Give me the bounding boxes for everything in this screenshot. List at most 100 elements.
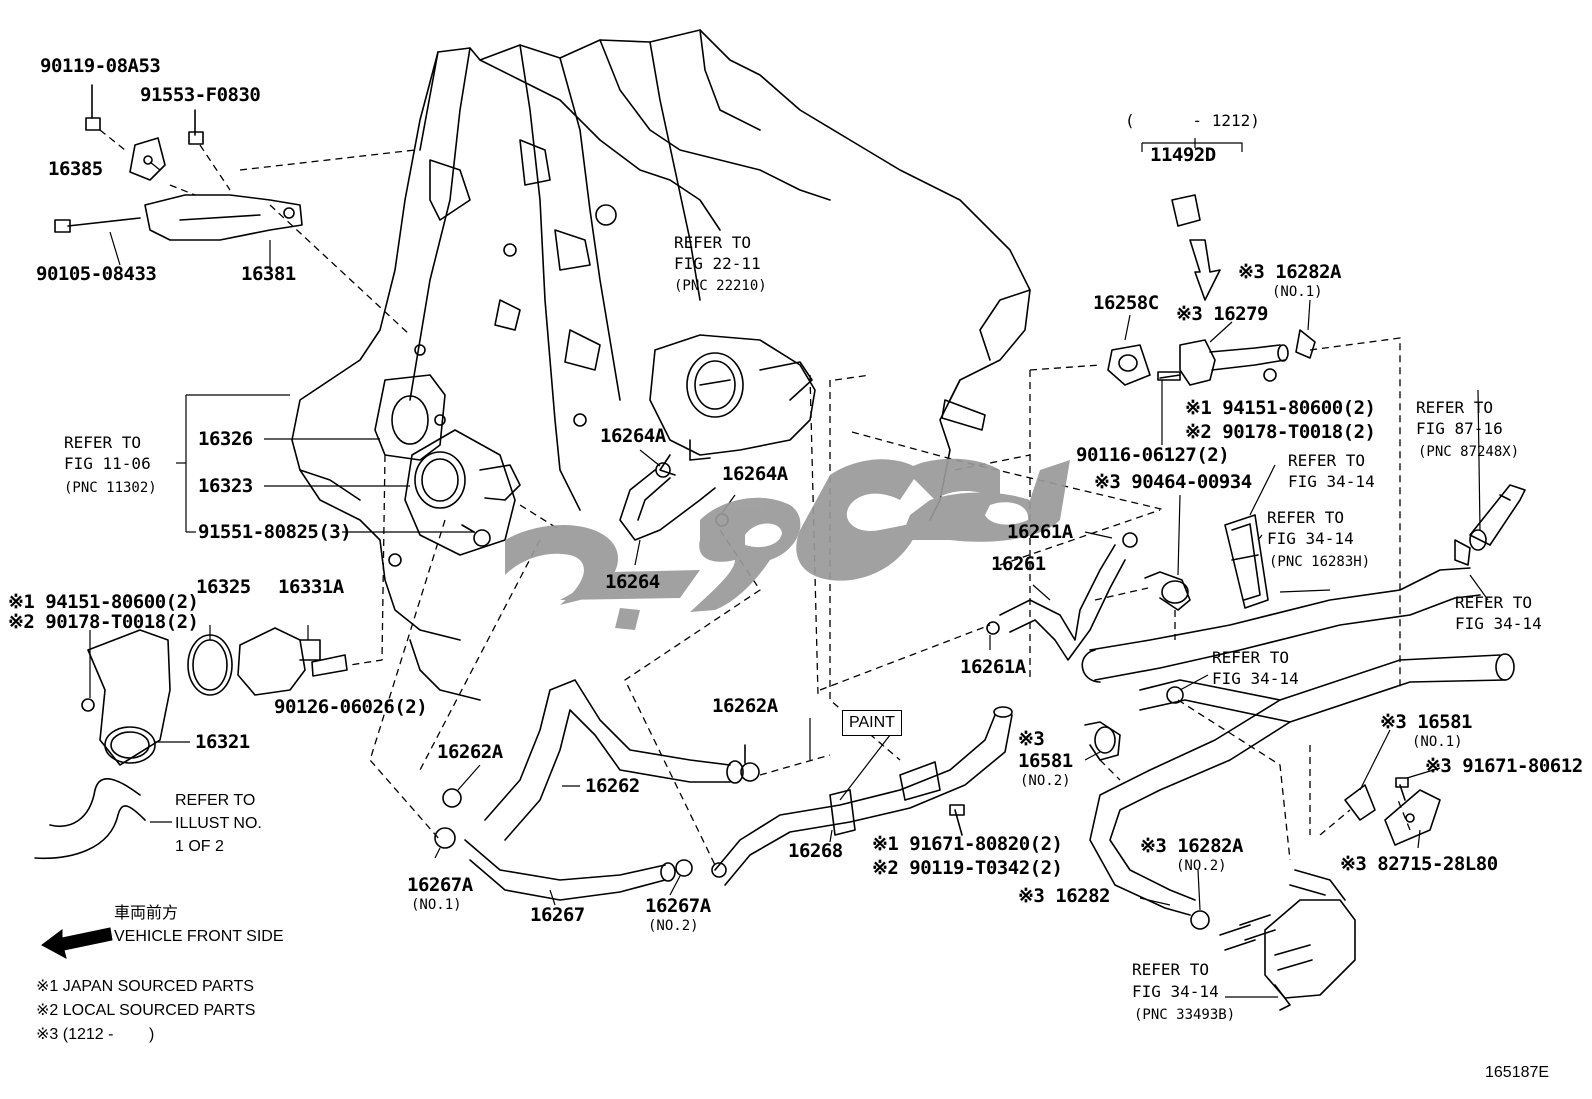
refer-fig-11-06-line1: REFER TO — [64, 433, 142, 452]
refer-fig-22-11-line1: REFER TO — [674, 233, 752, 252]
part-label-16323: 16323 — [198, 475, 253, 497]
part-label-16381: 16381 — [241, 263, 296, 285]
refer-fig-34-14-e-line2: FIG 34-14 — [1132, 982, 1219, 1001]
part-label-16262: 16262 — [585, 775, 640, 797]
part-label-16331a: 16331A — [278, 576, 344, 598]
arrow-left-icon — [41, 927, 113, 959]
figure-id: 165187E — [1485, 1064, 1550, 1081]
part-label-16581-no2: 16581 — [1018, 750, 1073, 772]
refer-illust-line3: 1 OF 2 — [175, 838, 224, 855]
part-label-16264: 16264 — [605, 571, 660, 593]
vehicle-front-label-jp: 車両前方 — [114, 905, 179, 922]
refer-fig-34-14-d-line1: REFER TO — [1212, 648, 1290, 667]
part-label-16268: 16268 — [788, 840, 843, 862]
engine-block — [291, 29, 1031, 701]
refer-illust-line2: ILLUST NO. — [175, 815, 262, 832]
part-label-16321: 16321 — [195, 731, 250, 753]
part-label-91553-f0830: 91553-F0830 — [140, 84, 261, 106]
refer-fig-22-11-line3: (PNC 22210) — [674, 278, 767, 294]
refer-fig-11-06-line2: FIG 11-06 — [64, 454, 151, 473]
hose-16262 — [442, 679, 760, 841]
part-label-91551-80825: 91551-80825(3) — [198, 521, 352, 543]
part-label-90116-06127: 90116-06127(2) — [1076, 444, 1230, 466]
part-label-16261a-1: 16261A — [1007, 521, 1073, 543]
note1-part-94151-80600-right: ※1 94151-80600(2) — [1185, 397, 1376, 419]
legend-note-from-1212: ※3 (1212 - ) — [36, 1026, 155, 1043]
refer-fig-34-14-b-line3: (PNC 16283H) — [1269, 554, 1371, 570]
legend-note-japan-sourced: ※1 JAPAN SOURCED PARTS — [36, 978, 254, 995]
part-label-16385: 16385 — [48, 158, 103, 180]
note3-part-16581-no1: ※3 16581 — [1380, 711, 1473, 733]
label-no2-16282a: (NO.2) — [1176, 858, 1227, 874]
refer-fig-34-14-b-line2: FIG 34-14 — [1267, 529, 1354, 548]
part-label-16262a-2: 16262A — [437, 741, 503, 763]
legend-note-local-sourced: ※2 LOCAL SOURCED PARTS — [36, 1002, 256, 1019]
vehicle-front-label-en: VEHICLE FRONT SIDE — [114, 928, 284, 945]
note3-part-16282a-no2: ※3 16282A — [1140, 835, 1243, 857]
refer-fig-34-14-a-line2: FIG 34-14 — [1288, 472, 1375, 491]
part-label-16261a-2: 16261A — [960, 656, 1026, 678]
note3-part-91671-80612: ※3 91671-80612 — [1425, 755, 1583, 777]
part-label-16264a-2: 16264A — [722, 463, 788, 485]
hoses-right — [1081, 567, 1515, 930]
note2-part-90119-t0342: ※2 90119-T0342(2) — [872, 857, 1063, 879]
paint-mark-box: PAINT — [842, 710, 902, 736]
throttle-body — [649, 334, 816, 476]
hose-reference-illust — [34, 778, 146, 860]
part-label-16258c: 16258C — [1093, 292, 1159, 314]
part-label-16267a-no2: 16267A — [645, 895, 711, 917]
note1-part-94151-80600: ※1 94151-80600(2) — [8, 591, 199, 613]
water-inlet-housing — [374, 374, 521, 556]
hose-16267 — [434, 827, 693, 901]
note3-part-16282: ※3 16282 — [1018, 885, 1111, 907]
label-no2-16267a: (NO.2) — [648, 918, 699, 934]
oil-cooler — [1219, 869, 1356, 1011]
note3-part-16279: ※3 16279 — [1176, 303, 1269, 325]
part-label-90119-08a53: 90119-08A53 — [40, 55, 161, 77]
part-label-16267: 16267 — [530, 904, 585, 926]
note3-part-90464-00934: ※3 90464-00934 — [1094, 471, 1252, 493]
clamp-90464 — [1144, 571, 1191, 611]
part-label-16326: 16326 — [198, 428, 253, 450]
refer-fig-34-14-e-line3: (PNC 33493B) — [1134, 1007, 1236, 1023]
pipe-16279 — [1107, 194, 1316, 386]
bracket-82715 — [1344, 777, 1441, 846]
supersession-arrow — [1189, 239, 1221, 301]
label-range-to-1212: ( - 1212) — [1125, 111, 1260, 130]
part-label-90126-06026: 90126-06026(2) — [274, 696, 428, 718]
pipe-16268 — [711, 706, 1013, 886]
label-no1-16581: (NO.1) — [1412, 734, 1463, 750]
note3-16581-no2-marker: ※3 — [1018, 728, 1045, 750]
part-label-11492d: 11492D — [1150, 144, 1216, 166]
refer-fig-34-14-d-line2: FIG 34-14 — [1212, 669, 1299, 688]
label-no1-16267a: (NO.1) — [411, 897, 462, 913]
refer-illust-line1: REFER TO — [175, 792, 256, 809]
refer-fig-87-16-line2: FIG 87-16 — [1416, 419, 1503, 438]
note2-part-90178-t0018: ※2 90178-T0018(2) — [8, 611, 199, 633]
note3-part-16282a-no1: ※3 16282A — [1238, 261, 1341, 283]
part-label-16261: 16261 — [991, 553, 1046, 575]
label-no2-16581: (NO.2) — [1020, 773, 1071, 789]
part-label-16267a-no1: 16267A — [407, 874, 473, 896]
refer-fig-34-14-c-line1: REFER TO — [1455, 593, 1533, 612]
bracket-16283h — [1224, 514, 1269, 609]
part-label-90105-08433: 90105-08433 — [36, 263, 157, 285]
note2-part-90178-t0018-right: ※2 90178-T0018(2) — [1185, 421, 1376, 443]
refer-fig-87-16-line1: REFER TO — [1416, 398, 1494, 417]
label-no1-16282a: (NO.1) — [1272, 284, 1323, 300]
refer-fig-11-06-line3: (PNC 11302) — [64, 480, 157, 496]
note3-part-82715-28l80: ※3 82715-28L80 — [1340, 853, 1498, 875]
refer-fig-34-14-b-line1: REFER TO — [1267, 508, 1345, 527]
note1-part-91671-80820: ※1 91671-80820(2) — [872, 833, 1063, 855]
part-label-16264a-1: 16264A — [600, 425, 666, 447]
refer-fig-34-14-e-line1: REFER TO — [1132, 960, 1210, 979]
refer-fig-34-14-a-line1: REFER TO — [1288, 451, 1366, 470]
part-87248x — [1454, 484, 1526, 566]
refer-fig-22-11-line2: FIG 22-11 — [674, 254, 761, 273]
part-label-16325: 16325 — [196, 576, 251, 598]
clamp-16581-no2 — [1084, 721, 1121, 761]
refer-fig-34-14-c-line2: FIG 34-14 — [1455, 614, 1542, 633]
bolts-top-left — [54, 84, 303, 241]
part-label-16262a-1: 16262A — [712, 695, 778, 717]
